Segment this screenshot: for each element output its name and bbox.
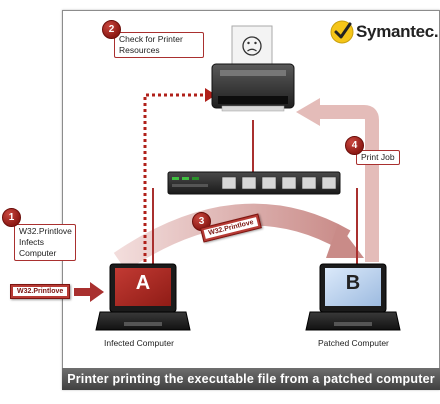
step-4-badge: 4 [345,136,364,155]
step-4-line-1: Print Job [361,152,395,162]
check-resources-dotted-arrow [143,93,205,262]
step-2-badge: 2 [102,20,121,39]
printer-icon [211,25,295,112]
laptop-a-letter: A [135,272,151,294]
patched-computer-label: Patched Computer [318,338,389,348]
print-job-arrow [318,105,379,262]
transfer-arc-arrow [113,203,351,272]
infect-arrow [74,282,104,302]
laptop-b-letter: B [345,272,361,294]
transfer-arc-arrowhead [326,224,364,258]
step-1-line-1: W32.Printlove [19,226,72,236]
check-resources-arrowhead [205,88,216,102]
infected-computer-label: Infected Computer [104,338,174,348]
laptop-a-icon [95,263,191,331]
step-1-badge: 1 [2,208,21,227]
step-4-callout: Print Job [356,150,400,165]
symantec-logo-text: Symantec. [356,22,439,41]
infected-file-tag-label: W32.Printlove [13,287,68,296]
footer-caption: Printer printing the executable file fro… [62,368,440,390]
symantec-logo-icon [330,20,354,44]
step-1-callout: W32.Printlove Infects Computer [14,224,76,261]
print-job-arrowhead [296,98,320,126]
laptop-b-icon [305,263,401,331]
step-1-line-2: Infects [19,237,45,247]
infected-file-tag: W32.Printlove [10,284,71,299]
step-1-line-3: Computer [19,248,57,258]
step-2-line-2: Resources [119,45,160,55]
step-2-callout: Check for Printer Resources [114,32,204,58]
step-2-line-1: Check for Printer [119,34,183,44]
network-switch-icon [167,171,341,195]
